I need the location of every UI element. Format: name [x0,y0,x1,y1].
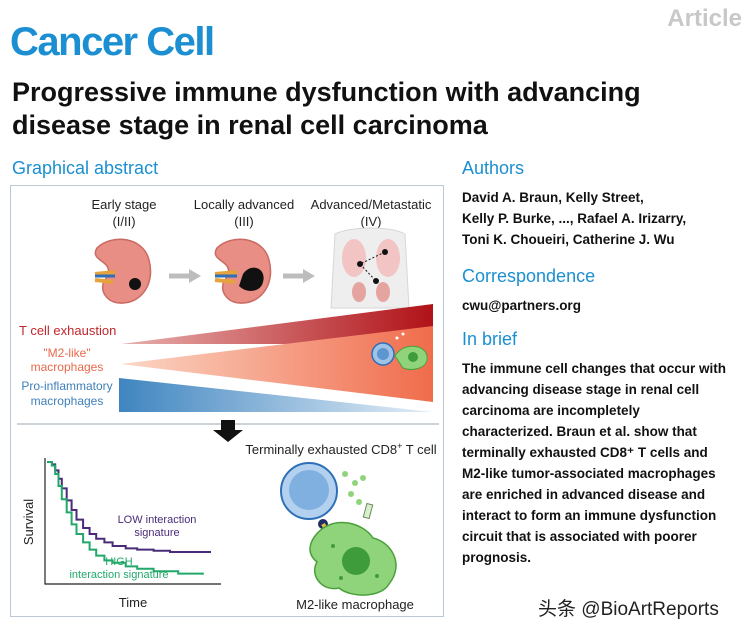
wedge-label-t-cell-exhaustion: T cell exhaustion [19,323,116,338]
in-brief-line: M2-like tumor-associated macrophages [462,466,716,481]
wedge-label-m2-line2: macrophages [31,360,104,374]
survival-xlabel: Time [119,595,147,610]
t-cell-exhaustion-wedge [121,304,433,344]
in-brief-line: terminally exhausted CD8⁺ T cells and [462,445,708,460]
arrow-right-icon [303,269,315,283]
in-brief-line: are enriched in advanced disease and [462,487,706,502]
wedge-label-m2-line1: "M2-like" [43,346,90,360]
metastatic-body-icon [330,227,410,309]
in-brief-line: circuit that is associated with poorer [462,529,697,544]
legend-high-line2: interaction signature [69,569,168,581]
journal-title: Cancer Cell [10,20,215,64]
in-brief-line: characterized. Braun et al. show that [462,424,697,439]
in-brief-line: prognosis. [462,550,532,565]
authors-heading: Authors [462,158,525,178]
survival-plot: Survival Time LOW interaction signature … [21,458,221,610]
correspondence-email[interactable]: cwu@partners.org [462,298,581,313]
authors-section: Authors David A. Braun, Kelly Street, Ke… [462,158,747,250]
kidney-early-stage-icon [94,238,152,304]
arrow-right-icon [189,269,201,283]
kidney-locally-advanced-icon [214,238,272,304]
legend-low-line2: signature [134,527,179,539]
cd8-t-cell-label: Terminally exhausted CD8+ T cell [245,441,436,457]
correspondence-heading: Correspondence [462,266,596,286]
stage-label-locally-advanced: Locally advanced [194,197,294,212]
legend-low-line1: LOW interaction [118,514,197,526]
macrophage-icon [309,502,397,596]
m2-macrophage-label: M2-like macrophage [296,597,414,612]
pro-inflammatory-wedge [119,378,433,412]
wedge-label-pro-line2: macrophages [31,394,104,408]
authors-line-3: Toni K. Choueiri, Catherine J. Wu [462,232,675,247]
wedge-label-pro-line1: Pro-inflammatory [21,379,112,393]
in-brief-line: carcinoma are incompletely [462,403,640,418]
cd8-label-text: Terminally exhausted CD8 [245,442,397,457]
correspondence-section: Correspondence cwu@partners.org [462,266,747,316]
in-brief-heading: In brief [462,329,518,349]
cd8-label-sup: + [397,441,402,451]
stage-label-metastatic: Advanced/Metastatic [311,197,432,212]
survival-line-low [47,461,211,553]
graphical-abstract-heading: Graphical abstract [12,158,159,178]
stage-code-early: (I/II) [112,214,135,229]
in-brief-line: The immune cell changes that occur with [462,361,727,376]
paper-title: Progressive immune dysfunction with adva… [12,77,641,140]
in-brief-line: advancing disease stage in renal cell [462,382,700,397]
watermark: 头条 @BioArtReports [538,599,719,620]
graphical-abstract-svg: Early stage (I/II) Locally advanced (III… [17,197,439,612]
cd8-label-suffix: T cell [402,442,436,457]
article-type-label: Article [667,5,742,32]
stage-code-metastatic: (IV) [361,214,382,229]
in-brief-line: interact to form an immune dysfunction [462,508,717,523]
graphical-abstract-figure: Early stage (I/II) Locally advanced (III… [10,185,444,617]
survival-plot-axes [44,458,221,585]
survival-ylabel: Survival [21,499,36,545]
cell-interaction-icon [371,332,428,370]
legend-high-line1: HIGH [105,556,133,568]
survival-line-high [47,461,204,575]
in-brief-section: In brief The immune cell changes that oc… [462,329,747,568]
arrow-down-icon [213,420,243,442]
authors-line-1: David A. Braun, Kelly Street, [462,190,644,205]
stage-label-early: Early stage [91,197,156,212]
cytokine-dots-icon [342,471,366,505]
m2-macrophage-wedge [121,326,433,402]
t-cell-icon [280,462,338,536]
stage-code-locally-advanced: (III) [234,214,254,229]
authors-line-2: Kelly P. Burke, ..., Rafael A. Irizarry, [462,211,687,226]
